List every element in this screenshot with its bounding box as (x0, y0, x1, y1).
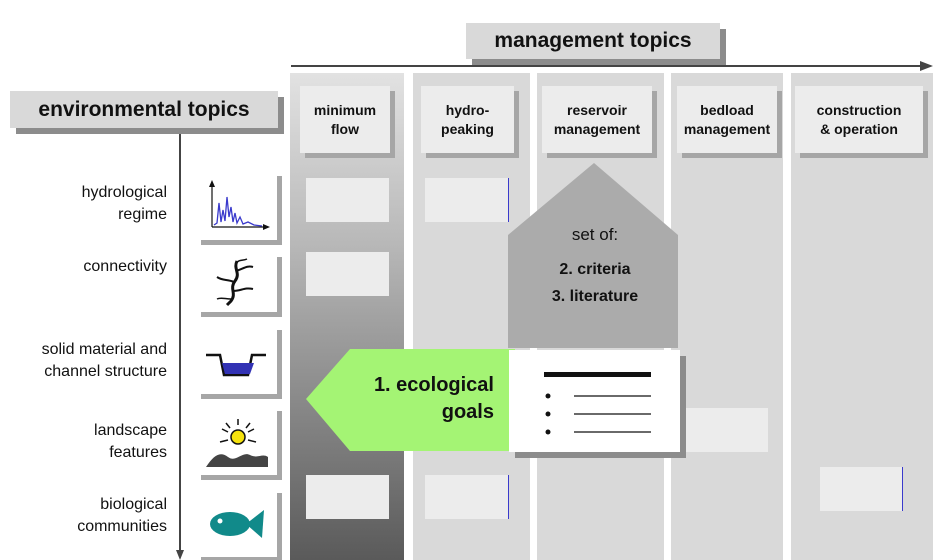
matrix-cell-construction-biological (820, 467, 903, 511)
sun-landscape-icon (205, 418, 268, 467)
row-label-line2: channel structure (44, 363, 167, 380)
channel-cross-section-icon (205, 353, 266, 376)
management-topics-banner: management topics (466, 23, 720, 59)
row-label-line2: communities (77, 518, 167, 535)
landscape-icon-box (196, 406, 277, 475)
set-of-criteria: 2. criteria (559, 261, 631, 278)
solid-material-icon-box (196, 325, 277, 394)
management-axis-arrowhead (920, 61, 933, 71)
management-topics-title: management topics (494, 29, 692, 52)
row-label-line1: solid material and (41, 341, 167, 358)
column-header-line2: management (683, 120, 771, 137)
column-header-line1: reservoir (567, 101, 627, 118)
column-header-line2: management (553, 120, 641, 137)
hydrological-icon-box (196, 171, 277, 240)
matrix-cell-hydropeaking-hydrological (425, 178, 509, 222)
row-label-line2: regime (118, 206, 167, 223)
column-header-minimum-flow: minimum flow (300, 86, 390, 153)
environmental-axis-arrowhead (176, 550, 184, 560)
hydrograph-icon (208, 179, 270, 230)
column-header-line2: peaking (441, 120, 494, 137)
column-header-reservoir: reservoir management (542, 86, 652, 153)
biological-icon-box (196, 488, 277, 557)
column-header-hydropeaking: hydro-peaking (421, 86, 514, 153)
row-label-line2: features (109, 444, 167, 461)
environmental-topics-title: environmental topics (38, 97, 250, 121)
connectivity-icon-box (196, 252, 277, 312)
row-label-landscape-features: landscape features (94, 420, 167, 464)
column-header-bedload: bedload management (677, 86, 777, 153)
column-header-line2: flow (330, 120, 359, 137)
ecological-goals-line1: 1. ecological (373, 374, 494, 396)
row-label-line1: connectivity (83, 258, 167, 275)
column-header-line1: bedload (700, 101, 754, 118)
row-label-line1: landscape (94, 422, 167, 439)
row-label-connectivity: connectivity (83, 256, 167, 278)
ecological-goals-arrow (306, 349, 515, 451)
row-label-hydrological-regime: hydrological regime (82, 182, 167, 226)
column-header-line1: hydro- (445, 101, 490, 118)
matrix-cell-bedload-landscape (686, 408, 768, 452)
ecological-goals-label: 1. ecological goals (340, 372, 494, 426)
matrix-cell-hydropeaking-biological (425, 475, 509, 519)
column-bedload (671, 73, 783, 560)
set-of-literature: 3. literature (551, 288, 639, 305)
list-document-icon (544, 372, 651, 435)
matrix-cell-minflow-hydrological (306, 178, 389, 222)
document-box (509, 350, 680, 452)
set-of-arrow (508, 163, 678, 348)
matrix-cell-minflow-biological (306, 475, 389, 519)
column-header-line2: & operation (820, 120, 898, 137)
row-label-line1: biological (100, 496, 167, 513)
fish-icon (209, 509, 264, 538)
row-label-biological-communities: biological communities (77, 494, 167, 538)
river-network-icon (215, 258, 253, 307)
row-label-solid-material: solid material and channel structure (42, 339, 167, 383)
column-header-line1: minimum (313, 101, 377, 118)
environmental-topics-banner: environmental topics (10, 91, 278, 128)
set-of-title: set of: (571, 225, 619, 244)
column-header-construction: construction & operation (795, 86, 923, 153)
ecological-goals-line2: goals (441, 401, 494, 423)
column-header-line1: construction (816, 101, 902, 118)
row-label-line1: hydrological (81, 184, 167, 201)
matrix-cell-minflow-connectivity (306, 252, 389, 296)
